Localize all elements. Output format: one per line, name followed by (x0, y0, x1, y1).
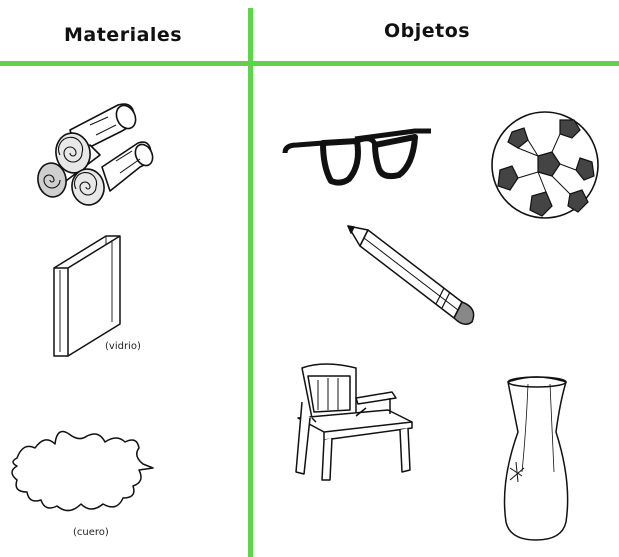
vertical-divider (248, 8, 253, 557)
materials-header: Materiales (64, 24, 183, 46)
leather-caption: (cuero) (73, 527, 109, 538)
logs-icon (30, 95, 155, 210)
horizontal-divider (0, 61, 619, 66)
vase-icon (496, 372, 576, 544)
soccer-ball-icon (490, 110, 600, 220)
glass-pane-icon (48, 232, 128, 360)
glasses-icon (282, 125, 435, 187)
glass-caption: (vidrio) (105, 341, 141, 352)
chair-icon (294, 362, 418, 484)
leather-piece-icon (5, 412, 155, 522)
pencil-icon (344, 220, 484, 330)
objects-header: Objetos (384, 20, 471, 42)
